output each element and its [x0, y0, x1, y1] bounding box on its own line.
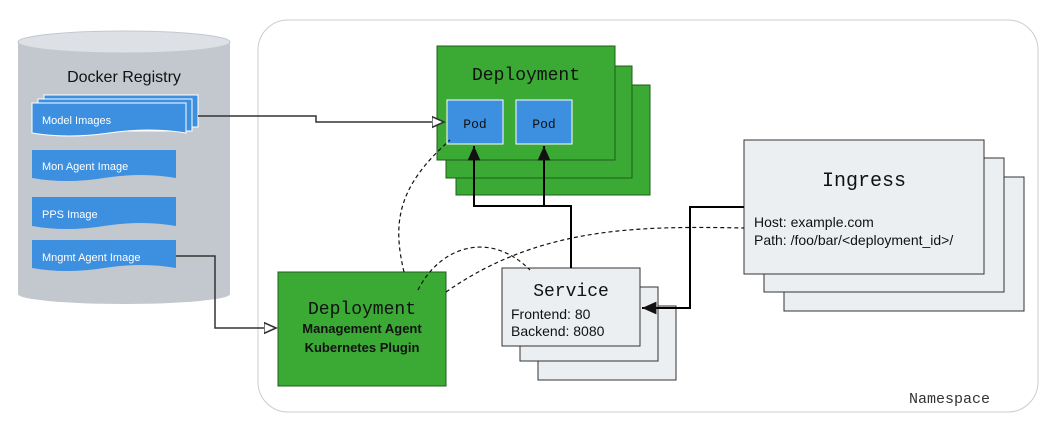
agent-deployment-line1: Management Agent [302, 321, 422, 336]
connector-ingress-to-service [642, 206, 744, 315]
service: Service Frontend: 80 Backend: 8080 [501, 267, 677, 381]
ingress-host: Host: example.com [754, 214, 874, 230]
registry-image-mon-agent: Mon Agent Image [32, 150, 176, 181]
registry-image-label: Mon Agent Image [42, 161, 128, 173]
registry-image-mngmt-agent: Mngmt Agent Image [32, 240, 176, 271]
ingress: Ingress Host: example.com Path: /foo/bar… [743, 139, 1025, 312]
ingress-title: Ingress [822, 170, 906, 193]
registry-cylinder-top [17, 30, 231, 54]
connector-model-images-to-pod [198, 115, 444, 122]
dashed-agent-to-service [417, 246, 531, 291]
registry-image-label: Model Images [42, 115, 112, 127]
service-title: Service [533, 282, 609, 302]
pod-box [515, 99, 573, 145]
ingress-path: Path: /foo/bar/<deployment_id>/ [754, 232, 953, 248]
pod-label: Pod [463, 117, 486, 132]
registry-title: Docker Registry [67, 69, 181, 86]
agent-deployment: Deployment Management Agent Kubernetes P… [277, 271, 447, 387]
service-frontend: Frontend: 80 [511, 306, 591, 322]
dashed-agent-to-pod [398, 139, 451, 273]
registry-image-label: PPS Image [42, 209, 98, 221]
agent-deployment-title: Deployment [308, 300, 416, 320]
registry-image-model-images: Model Images [31, 94, 199, 137]
service-backend: Backend: 8080 [511, 323, 605, 339]
pod-label: Pod [532, 117, 555, 132]
registry-image-pps: PPS Image [32, 197, 176, 229]
namespace-label: Namespace [909, 391, 990, 408]
docker-registry: Docker Registry Model Images Mon Agent I… [17, 30, 231, 304]
connector-mngmt-image-to-agent [176, 255, 276, 328]
connector-service-to-pods [467, 146, 572, 268]
agent-deployment-line2: Kubernetes Plugin [305, 340, 420, 355]
pod-box [446, 99, 504, 145]
model-deployment-title: Deployment [472, 66, 580, 86]
registry-image-label: Mngmt Agent Image [42, 252, 140, 264]
dashed-agent-to-ingress [445, 226, 745, 293]
